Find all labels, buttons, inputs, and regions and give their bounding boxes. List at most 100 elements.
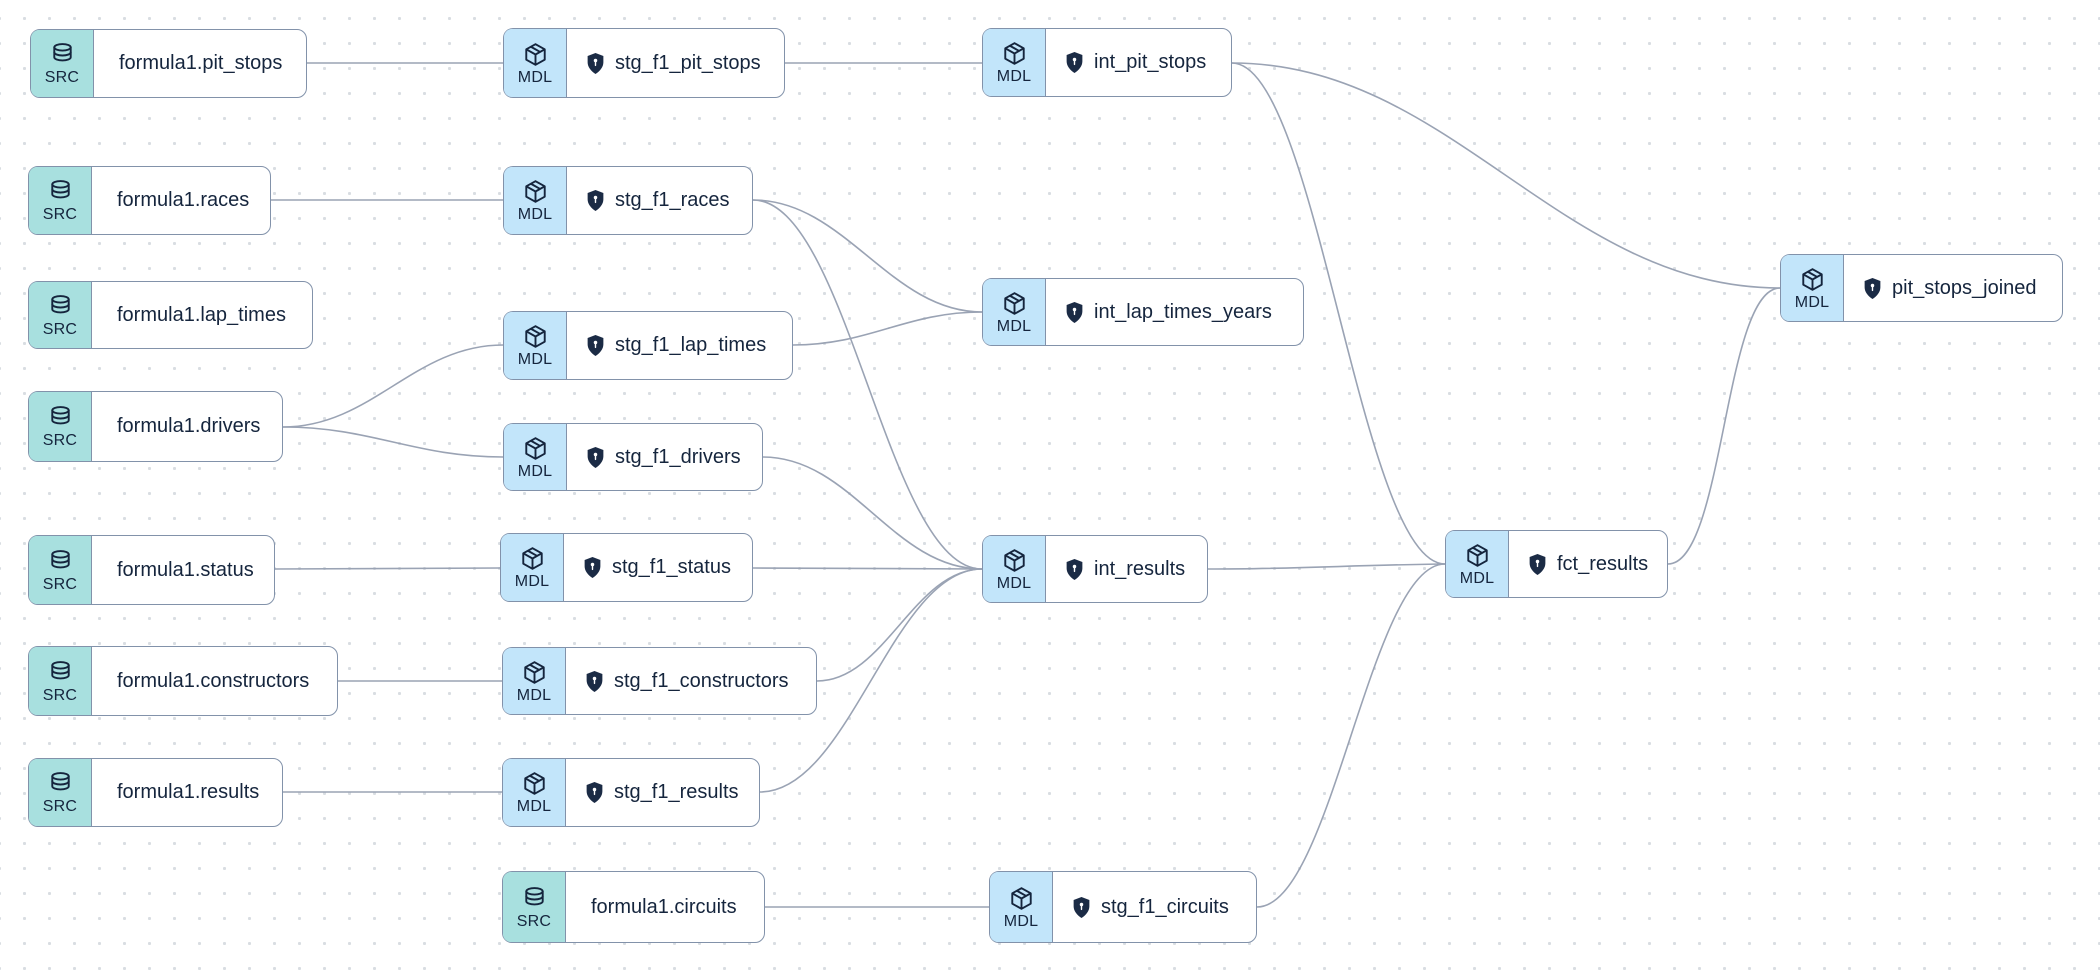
node-title: formula1.races: [117, 189, 250, 211]
node-int_results[interactable]: MDL int_results: [982, 535, 1208, 603]
node-stg_f1_lap_times[interactable]: MDL stg_f1_lap_times: [503, 311, 793, 380]
node-type-label: MDL: [516, 798, 552, 815]
node-title: stg_f1_constructors: [614, 669, 789, 692]
database-icon: [47, 770, 74, 797]
node-title: int_pit_stops: [1094, 51, 1207, 73]
node-fct_results[interactable]: MDL fct_results: [1445, 530, 1668, 598]
edge-formula1.status-stg_f1_status: [274, 567, 501, 570]
database-icon: [47, 178, 74, 205]
node-int_lap_times_years[interactable]: MDL int_lap_times_years: [982, 278, 1304, 346]
edge-formula1.drivers-stg_f1_lap_times: [282, 344, 504, 428]
model-type-badge: MDL: [983, 536, 1046, 602]
node-type-label: SRC: [42, 320, 78, 338]
node-title: int_results: [1094, 557, 1186, 580]
node-type-label: MDL: [517, 206, 553, 223]
model-type-badge: MDL: [983, 279, 1046, 345]
node-formula1-status[interactable]: SRC formula1.status: [28, 535, 275, 605]
edge-stg_f1_constructors-int_results: [816, 568, 983, 682]
database-icon: [47, 404, 74, 431]
node-type-label: SRC: [42, 686, 78, 704]
node-type-label: MDL: [996, 574, 1032, 592]
node-type-label: MDL: [1459, 569, 1495, 587]
node-type-label: SRC: [516, 912, 552, 930]
node-title: formula1.status: [117, 558, 254, 581]
node-pit_stops_joined[interactable]: MDL pit_stops_joined: [1780, 254, 2063, 322]
model-type-badge: MDL: [990, 872, 1053, 942]
node-int_pit_stops[interactable]: MDL int_pit_stops: [982, 28, 1232, 97]
node-type-label: MDL: [996, 68, 1032, 85]
node-formula1-lap_times[interactable]: SRC formula1.lap_times: [28, 281, 313, 349]
node-type-label: MDL: [1794, 293, 1830, 311]
model-type-badge: MDL: [1446, 531, 1509, 597]
node-formula1-circuits[interactable]: SRC formula1.circuits: [502, 871, 765, 943]
edge-stg_f1_races-int_lap_times_years: [752, 199, 983, 313]
node-title: stg_f1_races: [615, 189, 730, 211]
source-type-badge: SRC: [29, 759, 92, 826]
shield-lock-icon: [584, 781, 605, 804]
node-title: stg_f1_results: [614, 781, 739, 803]
node-type-label: MDL: [517, 462, 553, 480]
cube-icon: [521, 770, 548, 797]
node-title: pit_stops_joined: [1892, 276, 2037, 299]
node-formula1-pit_stops[interactable]: SRC formula1.pit_stops: [30, 29, 307, 98]
shield-lock-icon: [1064, 558, 1085, 581]
database-icon: [521, 885, 548, 912]
node-type-label: SRC: [42, 575, 78, 593]
edge-fct_results-pit_stops_joined: [1667, 287, 1781, 565]
shield-lock-icon: [585, 334, 606, 357]
cube-icon: [1799, 266, 1826, 293]
node-title: stg_f1_status: [612, 556, 731, 578]
node-title: formula1.drivers: [117, 415, 261, 437]
node-type-label: MDL: [1003, 912, 1039, 930]
node-type-label: SRC: [42, 206, 78, 223]
node-formula1-drivers[interactable]: SRC formula1.drivers: [28, 391, 283, 462]
shield-lock-icon: [582, 556, 603, 579]
node-stg_f1_pit_stops[interactable]: MDL stg_f1_pit_stops: [503, 28, 785, 98]
shield-lock-icon: [1862, 277, 1883, 300]
node-formula1-races[interactable]: SRC formula1.races: [28, 166, 271, 235]
edge-stg_f1_races-int_results: [752, 199, 983, 570]
node-type-label: MDL: [514, 573, 550, 590]
model-type-badge: MDL: [983, 29, 1046, 96]
node-title: formula1.pit_stops: [119, 52, 283, 74]
cube-icon: [519, 545, 546, 572]
shield-lock-icon: [585, 189, 606, 212]
node-stg_f1_constructors[interactable]: MDL stg_f1_constructors: [502, 647, 817, 715]
cube-icon: [1008, 885, 1035, 912]
node-type-label: SRC: [42, 798, 78, 815]
database-icon: [47, 548, 74, 575]
edge-formula1.drivers-stg_f1_drivers: [282, 426, 504, 458]
cube-icon: [1001, 40, 1028, 67]
cube-icon: [1464, 542, 1491, 569]
node-type-label: MDL: [996, 317, 1032, 335]
model-type-badge: MDL: [504, 424, 567, 490]
cube-icon: [522, 323, 549, 350]
node-type-label: SRC: [44, 69, 80, 86]
node-stg_f1_circuits[interactable]: MDL stg_f1_circuits: [989, 871, 1257, 943]
node-stg_f1_races[interactable]: MDL stg_f1_races: [503, 166, 753, 235]
node-stg_f1_status[interactable]: MDL stg_f1_status: [500, 533, 753, 602]
node-stg_f1_drivers[interactable]: MDL stg_f1_drivers: [503, 423, 763, 491]
node-title: formula1.results: [117, 781, 260, 803]
source-type-badge: SRC: [31, 30, 94, 97]
node-formula1-results[interactable]: SRC formula1.results: [28, 758, 283, 827]
model-type-badge: MDL: [504, 312, 567, 379]
cube-icon: [521, 659, 548, 686]
node-title: stg_f1_lap_times: [615, 334, 767, 356]
source-type-badge: SRC: [29, 282, 92, 348]
edge-int_pit_stops-pit_stops_joined: [1231, 62, 1781, 289]
shield-lock-icon: [584, 670, 605, 693]
node-type-label: SRC: [42, 432, 78, 449]
node-formula1-constructors[interactable]: SRC formula1.constructors: [28, 646, 338, 716]
edge-stg_f1_drivers-int_results: [762, 456, 983, 570]
edge-stg_f1_circuits-fct_results: [1256, 563, 1446, 908]
shield-lock-icon: [1527, 553, 1548, 576]
model-type-badge: MDL: [1781, 255, 1844, 321]
source-type-badge: SRC: [29, 536, 92, 604]
node-type-label: MDL: [517, 68, 553, 86]
node-title: stg_f1_drivers: [615, 445, 741, 468]
node-stg_f1_results[interactable]: MDL stg_f1_results: [502, 758, 760, 827]
model-type-badge: MDL: [501, 534, 564, 601]
